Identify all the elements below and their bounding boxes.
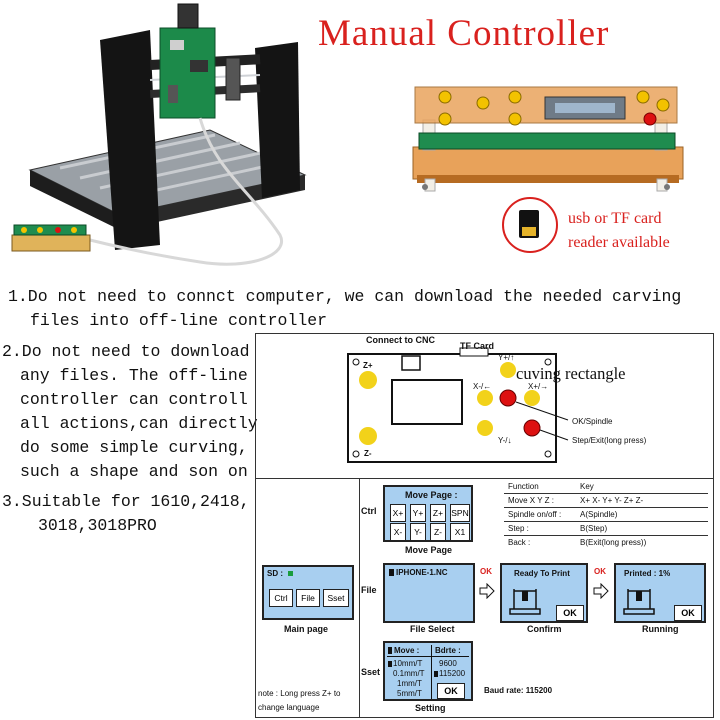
running-caption: Running bbox=[642, 624, 679, 634]
key-y-minus[interactable]: Y- bbox=[410, 523, 426, 541]
function-row-spindle: Spindle on/off : bbox=[508, 510, 562, 519]
note-2-line5: do some simple curving, bbox=[20, 438, 248, 457]
sset-row-label: Sset bbox=[361, 667, 381, 677]
function-row-step: Step : bbox=[508, 524, 529, 533]
key-z-plus[interactable]: Z+ bbox=[430, 504, 446, 522]
file-row-label: File bbox=[361, 585, 377, 595]
note-1-line1: 1.Do not need to connct computer, we can… bbox=[8, 287, 682, 306]
setting-caption: Setting bbox=[415, 703, 446, 713]
arrow-right-icon bbox=[479, 583, 495, 599]
controller-photo bbox=[412, 86, 684, 192]
setting-ok-button[interactable]: OK bbox=[437, 683, 465, 699]
key-row-spindle: A(Spindle) bbox=[580, 510, 618, 519]
note-2-line2: any files. The off-line bbox=[20, 366, 248, 385]
move-page-header: Move Page : bbox=[405, 490, 458, 500]
key-row-step: B(Step) bbox=[580, 524, 608, 533]
main-ctrl-button[interactable]: Ctrl bbox=[269, 589, 293, 607]
confirm-ok-button[interactable]: OK bbox=[556, 605, 584, 621]
move-step-option-3[interactable]: 1mm/T bbox=[397, 679, 422, 688]
move-page-screen: Move Page : X+ Y+ Z+ SPN X- Y- Z- X1 bbox=[383, 485, 473, 542]
machine-icon bbox=[623, 589, 655, 615]
running-ok-button[interactable]: OK bbox=[674, 605, 702, 621]
ctrl-row-label: Ctrl bbox=[361, 506, 377, 516]
sd-label: SD : bbox=[267, 569, 283, 578]
note-2-line1: 2.Do not need to download bbox=[2, 342, 250, 361]
footnote-line2: change language bbox=[258, 703, 320, 712]
diagram-frame bbox=[255, 333, 714, 718]
baud-rate-note: Baud rate: 115200 bbox=[484, 686, 553, 695]
setting-screen: Move : Bdrte : 10mm/T 9600 0.1mm/T 11520… bbox=[383, 641, 473, 701]
tf-card-icon bbox=[502, 197, 558, 253]
move-page-caption: Move Page bbox=[405, 545, 453, 555]
note-2-line4: all actions,can directly bbox=[20, 414, 258, 433]
move-step-option-2[interactable]: 0.1mm/T bbox=[393, 669, 425, 678]
confirm-screen: Ready To Print OK bbox=[500, 563, 588, 623]
key-row-move: X+ X- Y+ Y- Z+ Z- bbox=[580, 496, 644, 505]
step-exit-label: Step/Exit(long press) bbox=[572, 436, 647, 445]
file-select-caption: File Select bbox=[410, 624, 455, 634]
z-plus-key-dot bbox=[359, 371, 377, 389]
baud-option-1[interactable]: 9600 bbox=[439, 659, 457, 668]
baud-option-2[interactable]: 115200 bbox=[439, 669, 466, 678]
function-header: Function bbox=[508, 482, 539, 491]
baud-rate-header: Bdrte : bbox=[435, 646, 461, 655]
main-sset-button[interactable]: Sset bbox=[323, 589, 349, 607]
file-select-screen: IPHONE-1.NC bbox=[383, 563, 475, 623]
file-name[interactable]: IPHONE-1.NC bbox=[396, 568, 448, 577]
y-down-label: Y-/↓ bbox=[498, 436, 512, 445]
key-x-plus[interactable]: X+ bbox=[390, 504, 406, 522]
key-x-minus[interactable]: X- bbox=[390, 523, 406, 541]
file-icon bbox=[389, 569, 394, 576]
diagram-divider bbox=[255, 478, 714, 479]
tf-card-note-line1: usb or TF card bbox=[568, 210, 662, 227]
z-plus-label: Z+ bbox=[363, 361, 373, 370]
note-3-line2: 3018,3018PRO bbox=[38, 516, 157, 535]
function-row-move: Move X Y Z : bbox=[508, 496, 554, 505]
confirm-ok-label: OK bbox=[594, 567, 606, 576]
board-schematic bbox=[347, 347, 569, 463]
note-1-line2: files into off-line controller bbox=[30, 311, 328, 330]
y-up-label: Y+/↑ bbox=[498, 353, 515, 362]
file-ok-label: OK bbox=[480, 567, 492, 576]
x-minus-label: X-/← bbox=[473, 382, 492, 391]
function-table: Function Key Move X Y Z : X+ X- Y+ Y- Z+… bbox=[500, 480, 712, 550]
key-header: Key bbox=[580, 482, 594, 491]
main-page-screen: SD : Ctrl File Sset bbox=[262, 565, 354, 620]
ok-spindle-label: OK/Spindle bbox=[572, 417, 613, 426]
printed-progress-title: Printed : 1% bbox=[624, 569, 671, 578]
move-step-option-1[interactable]: 10mm/T bbox=[393, 659, 423, 668]
key-row-back: B(Exit(long press)) bbox=[580, 538, 647, 547]
key-z-minus[interactable]: Z- bbox=[430, 523, 446, 541]
main-page-caption: Main page bbox=[284, 624, 329, 634]
tf-card-note-line2: reader available bbox=[568, 234, 670, 251]
key-y-plus[interactable]: Y+ bbox=[410, 504, 426, 522]
key-spindle[interactable]: SPN bbox=[450, 504, 470, 522]
key-step-x1[interactable]: X1 bbox=[450, 523, 470, 541]
note-3-line1: 3.Suitable for 1610,2418, bbox=[2, 492, 250, 511]
note-2-line3: controller can controll bbox=[20, 390, 248, 409]
curving-rectangle-label: cuving rectangle bbox=[516, 364, 626, 383]
move-step-header: Move : bbox=[394, 646, 420, 655]
note-2-line6: such a shape and son on bbox=[20, 462, 248, 481]
function-row-back: Back : bbox=[508, 538, 531, 547]
x-plus-label: X+/→ bbox=[528, 382, 549, 391]
ready-to-print-title: Ready To Print bbox=[514, 569, 570, 578]
machine-icon bbox=[509, 589, 541, 615]
confirm-caption: Confirm bbox=[527, 624, 562, 634]
page-title: Manual Controller bbox=[318, 13, 610, 54]
tf-card-label: TF Card bbox=[460, 341, 495, 351]
connect-to-cnc-label: Connect to CNC bbox=[366, 335, 435, 345]
z-minus-label: Z- bbox=[364, 449, 372, 458]
sd-status-icon bbox=[288, 571, 293, 576]
cnc-machine-photo bbox=[11, 3, 307, 266]
footnote-line1: note : Long press Z+ to bbox=[258, 689, 341, 698]
main-file-button[interactable]: File bbox=[296, 589, 320, 607]
move-step-option-4[interactable]: 5mm/T bbox=[397, 689, 422, 698]
arrow-right-icon bbox=[593, 583, 609, 599]
running-screen: Printed : 1% OK bbox=[614, 563, 706, 623]
